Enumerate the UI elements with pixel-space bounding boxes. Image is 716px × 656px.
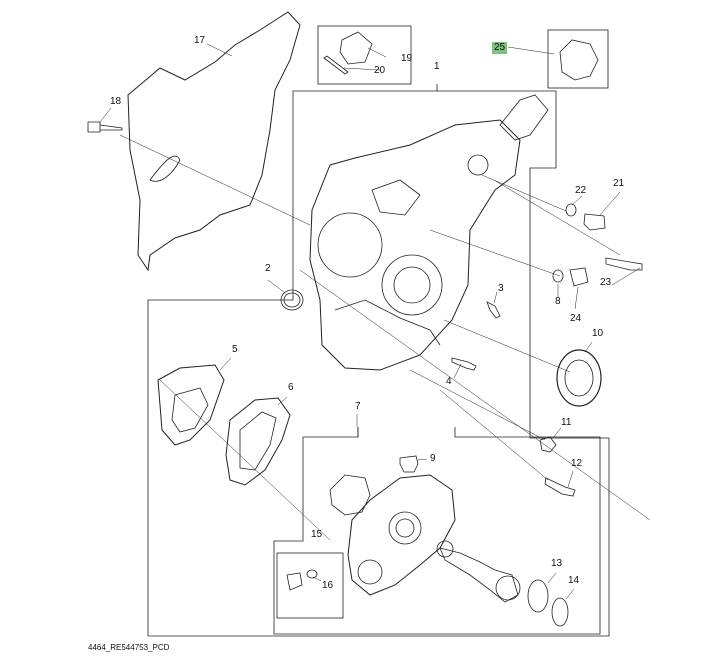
o-ring-8 bbox=[552, 269, 564, 283]
callout-22[interactable]: 22 bbox=[575, 185, 587, 196]
o-ring-20 bbox=[323, 55, 349, 75]
cover-opening-left bbox=[317, 212, 383, 278]
bolt-3 bbox=[486, 301, 501, 319]
snap-ring-14 bbox=[551, 597, 569, 627]
callout-9[interactable]: 9 bbox=[430, 453, 436, 464]
callout-1[interactable]: 1 bbox=[434, 61, 440, 72]
pump-bearing-25 bbox=[559, 39, 599, 81]
bolt-18 bbox=[87, 121, 123, 133]
gasket-17 bbox=[127, 11, 301, 272]
diagram-part-code: 4464_RE544753_PCD bbox=[88, 643, 170, 652]
kit-box-25 bbox=[547, 29, 609, 89]
callout-18[interactable]: 18 bbox=[110, 96, 122, 107]
assembly-bracket-1 bbox=[147, 84, 438, 636]
callout-10[interactable]: 10 bbox=[592, 328, 604, 339]
subassembly-box-7 bbox=[273, 427, 601, 635]
callout-8[interactable]: 8 bbox=[555, 296, 561, 307]
callout-5[interactable]: 5 bbox=[232, 344, 238, 355]
cover-plate-5 bbox=[157, 364, 225, 446]
callout-4[interactable]: 4 bbox=[446, 376, 452, 387]
bolt-23 bbox=[605, 257, 643, 271]
callout-21[interactable]: 21 bbox=[613, 178, 625, 189]
seal-kit-19 bbox=[339, 31, 373, 65]
seal-10 bbox=[556, 349, 602, 407]
nut-11 bbox=[539, 436, 557, 453]
pump-impeller bbox=[329, 474, 371, 516]
plug-21 bbox=[583, 213, 606, 231]
callout-3[interactable]: 3 bbox=[498, 283, 504, 294]
gasket-6 bbox=[225, 397, 291, 486]
callout-2[interactable]: 2 bbox=[265, 263, 271, 274]
cover-opening-center bbox=[381, 254, 443, 316]
pump-housing bbox=[347, 474, 456, 596]
callout-23[interactable]: 23 bbox=[600, 277, 612, 288]
callout-25-highlighted[interactable]: 25 bbox=[492, 42, 508, 54]
kit-box-15 bbox=[276, 552, 344, 619]
bolt-12 bbox=[544, 477, 576, 497]
callout-6[interactable]: 6 bbox=[288, 382, 294, 393]
plug-9 bbox=[399, 455, 419, 473]
plug-24 bbox=[569, 267, 589, 287]
callout-16[interactable]: 16 bbox=[322, 580, 334, 591]
pump-shaft bbox=[439, 547, 519, 603]
bolt-4 bbox=[451, 357, 477, 371]
callout-24[interactable]: 24 bbox=[570, 313, 582, 324]
callout-20[interactable]: 20 bbox=[374, 65, 386, 76]
callout-19[interactable]: 19 bbox=[401, 53, 413, 64]
callout-13[interactable]: 13 bbox=[551, 558, 563, 569]
o-ring-2 bbox=[280, 289, 304, 311]
o-ring-22 bbox=[565, 203, 577, 217]
callout-7[interactable]: 7 bbox=[355, 401, 361, 412]
callout-17[interactable]: 17 bbox=[194, 35, 206, 46]
plug-16 bbox=[286, 572, 303, 591]
assembly-bracket-1-right bbox=[148, 90, 610, 637]
callout-14[interactable]: 14 bbox=[568, 575, 580, 586]
kit-box-19-20 bbox=[317, 25, 412, 85]
callout-12[interactable]: 12 bbox=[571, 458, 583, 469]
bearing-ring-13 bbox=[527, 579, 549, 613]
front-cover-housing bbox=[309, 119, 521, 371]
callout-15[interactable]: 15 bbox=[311, 529, 323, 540]
callout-11[interactable]: 11 bbox=[561, 417, 572, 428]
coolant-pipe bbox=[499, 94, 549, 141]
